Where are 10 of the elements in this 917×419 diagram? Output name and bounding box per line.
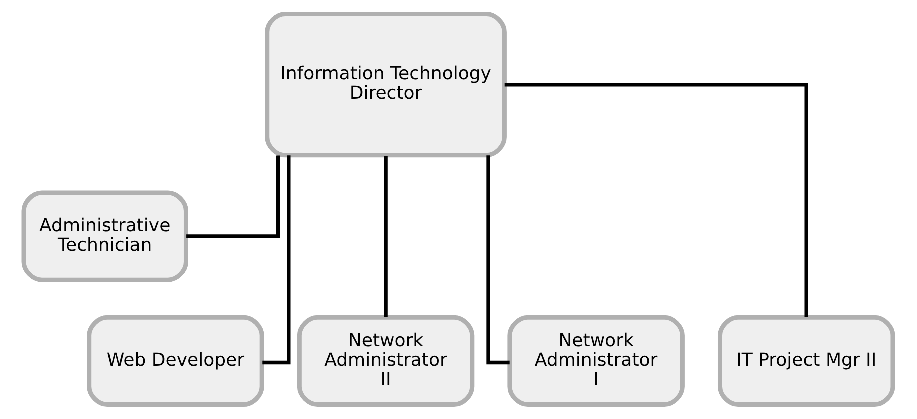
connector	[262, 156, 291, 365]
node-box: Administrative Technician	[22, 190, 188, 282]
node-box: IT Project Mgr II	[718, 315, 896, 408]
connector	[504, 82, 808, 318]
connector	[384, 156, 388, 318]
connector	[186, 156, 280, 238]
node-box: Network Administrator I	[508, 315, 685, 408]
node-box: Web Developer	[87, 315, 264, 408]
node-box: Network Administrator II	[297, 315, 475, 408]
node-box: Information Technology Director	[265, 12, 507, 158]
